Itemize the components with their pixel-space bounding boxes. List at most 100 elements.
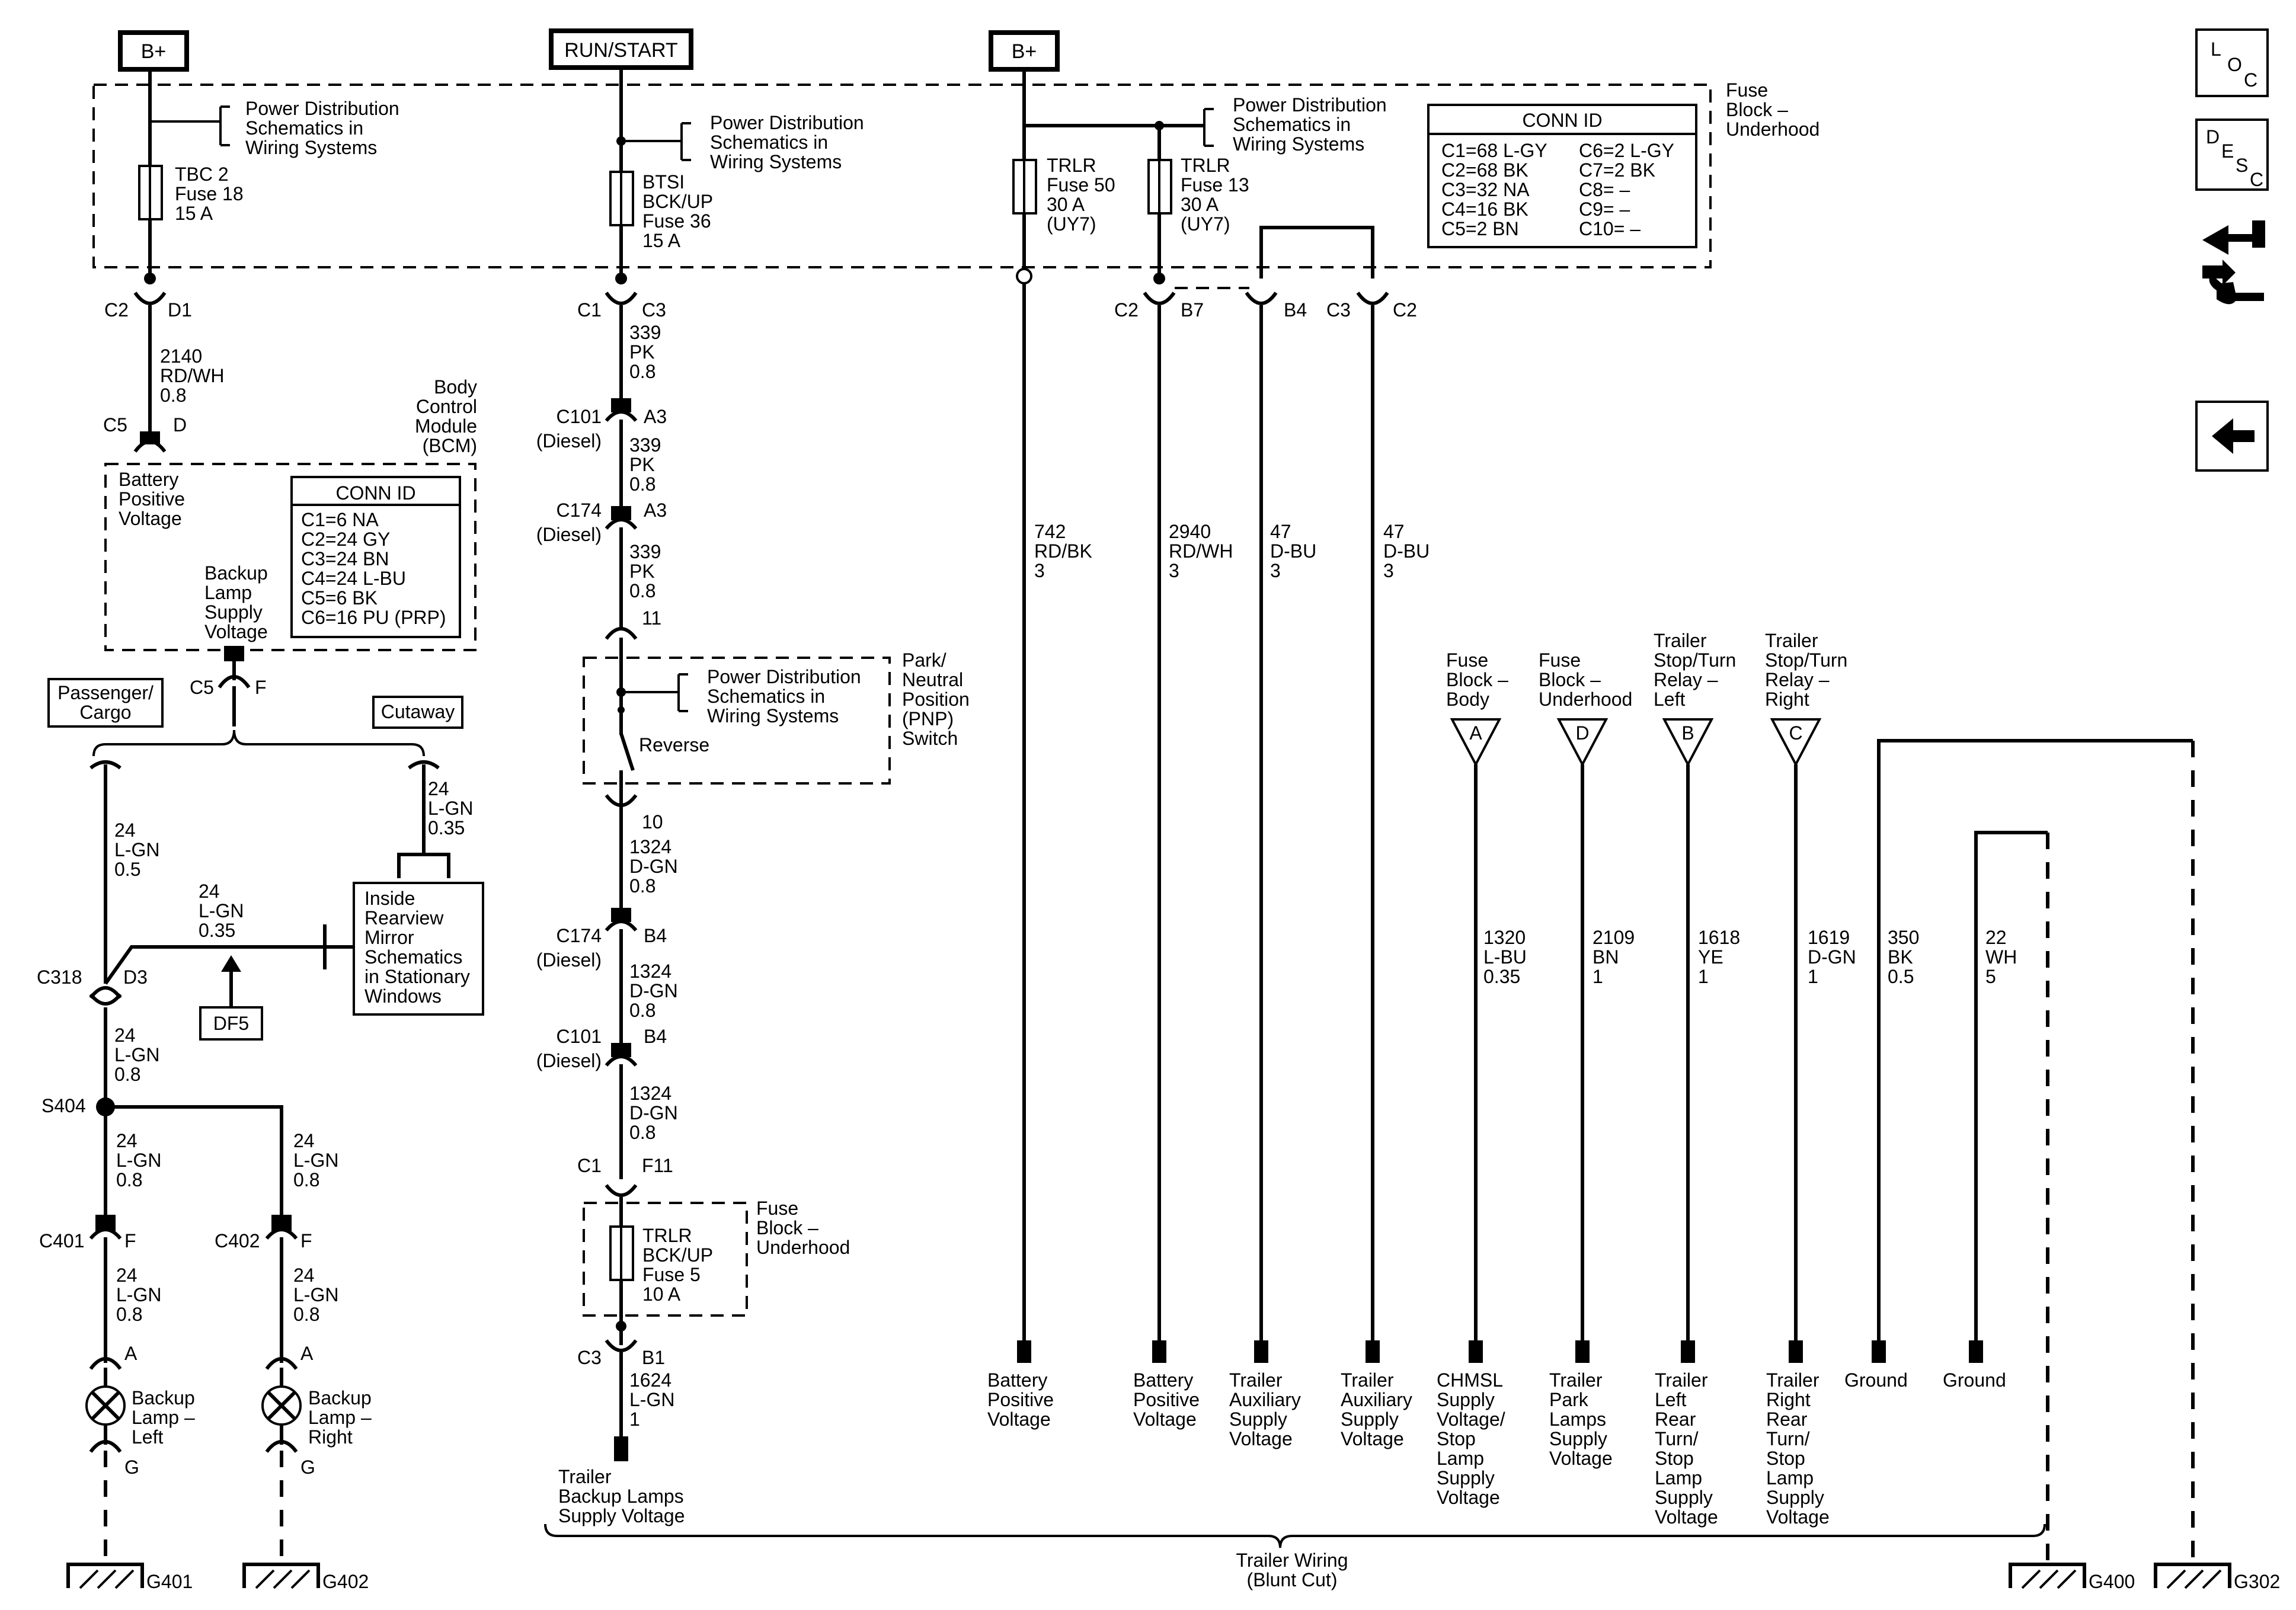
svg-text:BTSI: BTSI [642, 171, 685, 193]
svg-text:Inside: Inside [364, 888, 415, 909]
svg-text:0.5: 0.5 [1888, 966, 1914, 987]
svg-text:Underhood: Underhood [756, 1237, 850, 1258]
svg-text:Schematics in: Schematics in [245, 117, 363, 139]
svg-text:Stop/Turn: Stop/Turn [1654, 649, 1736, 671]
svg-text:5: 5 [1985, 966, 1996, 987]
svg-text:Trailer: Trailer [1341, 1369, 1394, 1391]
svg-text:24: 24 [114, 820, 136, 841]
svg-text:C4=16 BK: C4=16 BK [1441, 199, 1528, 220]
source-b-label: Trailer Stop/Turn Relay – Left [1654, 630, 1736, 710]
svg-text:Voltage/: Voltage/ [1437, 1409, 1505, 1430]
svg-text:Turn/: Turn/ [1655, 1428, 1699, 1449]
svg-text:D-GN: D-GN [1808, 946, 1856, 968]
fuse-trlr13-label: TRLR Fuse 13 30 A (UY7) [1181, 155, 1249, 235]
svg-text:O: O [2227, 54, 2242, 75]
svg-text:(UY7): (UY7) [1181, 213, 1230, 235]
svg-text:30 A: 30 A [1181, 194, 1219, 215]
pin-d3: D3 [123, 966, 148, 988]
svg-text:Supply: Supply [1229, 1409, 1287, 1430]
svg-text:D-GN: D-GN [629, 980, 678, 1001]
svg-text:1: 1 [1698, 966, 1709, 987]
wire-mirror: 24 L-GN 0.35 [199, 881, 244, 941]
svg-text:Rear: Rear [1766, 1409, 1808, 1430]
svg-text:1: 1 [1593, 966, 1603, 987]
terminal-10-label: Ground [1943, 1369, 2006, 1391]
svg-text:Voltage: Voltage [1549, 1448, 1613, 1469]
svg-text:742: 742 [1034, 521, 1066, 542]
svg-text:F: F [124, 1230, 136, 1251]
svg-text:Lamp: Lamp [1437, 1448, 1484, 1469]
svg-text:Fuse 18: Fuse 18 [175, 183, 244, 204]
terminal-7-label: Trailer Left Rear Turn/ Stop Lamp Supply… [1655, 1369, 1718, 1528]
svg-text:C: C [2250, 169, 2263, 190]
wire-s404-right: 24 L-GN 0.8 [293, 1130, 338, 1190]
svg-text:C6=16 PU (PRP): C6=16 PU (PRP) [301, 607, 446, 628]
svg-text:0.8: 0.8 [293, 1169, 319, 1190]
bcm-backup-lamp-supply: Backup Lamp Supply Voltage [204, 562, 268, 642]
svg-text:PK: PK [629, 561, 655, 582]
terminal-6 [1575, 1340, 1590, 1363]
svg-text:Body: Body [434, 376, 477, 398]
svg-text:Trailer: Trailer [1765, 630, 1818, 651]
svg-text:Schematics in: Schematics in [707, 686, 825, 707]
conn-c101-b: C101 (Diesel) [536, 1026, 602, 1071]
loc-icon[interactable]: L O C [2195, 28, 2269, 97]
terminal-2 [1152, 1340, 1166, 1363]
svg-text:F: F [300, 1230, 312, 1251]
terminal-8 [1789, 1340, 1803, 1363]
svg-text:30 A: 30 A [1047, 194, 1085, 215]
conn-c1: C1 [577, 299, 602, 321]
terminal-1 [1017, 1340, 1031, 1363]
wire-2940: 2940 RD/WH 3 [1169, 521, 1233, 581]
source-c-label: Trailer Stop/Turn Relay – Right [1765, 630, 1847, 710]
svg-text:Trailer: Trailer [558, 1466, 612, 1487]
wire-c402: 24 L-GN 0.8 [293, 1265, 338, 1325]
svg-text:S: S [2236, 155, 2248, 176]
svg-text:0.8: 0.8 [629, 875, 655, 897]
svg-text:C3=32 NA: C3=32 NA [1441, 179, 1530, 200]
conn-c2-right: C2 [1114, 299, 1139, 321]
svg-text:C9= –: C9= – [1579, 199, 1630, 220]
wire-c401: 24 L-GN 0.8 [116, 1265, 161, 1325]
desc-icon[interactable]: D E S C [2195, 119, 2269, 191]
svg-text:A3: A3 [644, 406, 667, 427]
svg-text:Supply: Supply [1655, 1487, 1713, 1508]
svg-text:Fuse: Fuse [756, 1198, 798, 1219]
svg-text:Block –: Block – [1446, 669, 1508, 690]
svg-text:C174: C174 [557, 925, 602, 946]
pds-label-4: Power Distribution Schematics in Wiring … [1233, 94, 1387, 155]
lamp-right-label: Backup Lamp – Right [308, 1387, 372, 1448]
svg-text:(Diesel): (Diesel) [536, 430, 602, 452]
svg-text:Stop: Stop [1437, 1428, 1476, 1449]
svg-text:TBC 2: TBC 2 [175, 164, 229, 185]
source-d-label: Fuse Block – Underhood [1539, 649, 1632, 710]
svg-text:0.8: 0.8 [629, 1000, 655, 1021]
svg-text:3: 3 [1034, 560, 1045, 581]
svg-text:339: 339 [629, 434, 661, 456]
conn-c1-b: C1 [577, 1155, 602, 1176]
wrench-arrows-icon[interactable] [2202, 220, 2265, 305]
svg-text:Voltage: Voltage [1133, 1409, 1197, 1430]
wire-2140: 2140 RD/WH 0.8 [160, 345, 224, 406]
terminal-5 [1469, 1340, 1483, 1363]
back-arrow-icon[interactable] [2195, 401, 2269, 472]
pds-label-1: Power Distribution Schematics in Wiring … [245, 98, 399, 158]
wire-350: 350 BK 0.5 [1888, 927, 1919, 987]
conn-c318: C318 [37, 966, 82, 988]
svg-text:0.5: 0.5 [114, 859, 140, 880]
svg-text:Cutaway: Cutaway [381, 701, 455, 722]
svg-text:PK: PK [629, 454, 655, 475]
terminal-9-label: Ground [1844, 1369, 1908, 1391]
ground-g302-icon [2154, 1563, 2231, 1589]
svg-text:Supply: Supply [1437, 1467, 1495, 1489]
svg-text:Schematics in: Schematics in [710, 132, 828, 153]
svg-text:Power Distribution: Power Distribution [1233, 94, 1387, 116]
svg-text:1324: 1324 [629, 961, 671, 982]
conn-c5-bottom: C5 [190, 677, 214, 698]
svg-text:1: 1 [1808, 966, 1818, 987]
svg-text:C6=2 L-GY: C6=2 L-GY [1579, 140, 1674, 161]
lamp-left-label: Backup Lamp – Left [132, 1387, 195, 1448]
svg-text:B4: B4 [644, 925, 667, 946]
svg-text:C101: C101 [557, 406, 602, 427]
